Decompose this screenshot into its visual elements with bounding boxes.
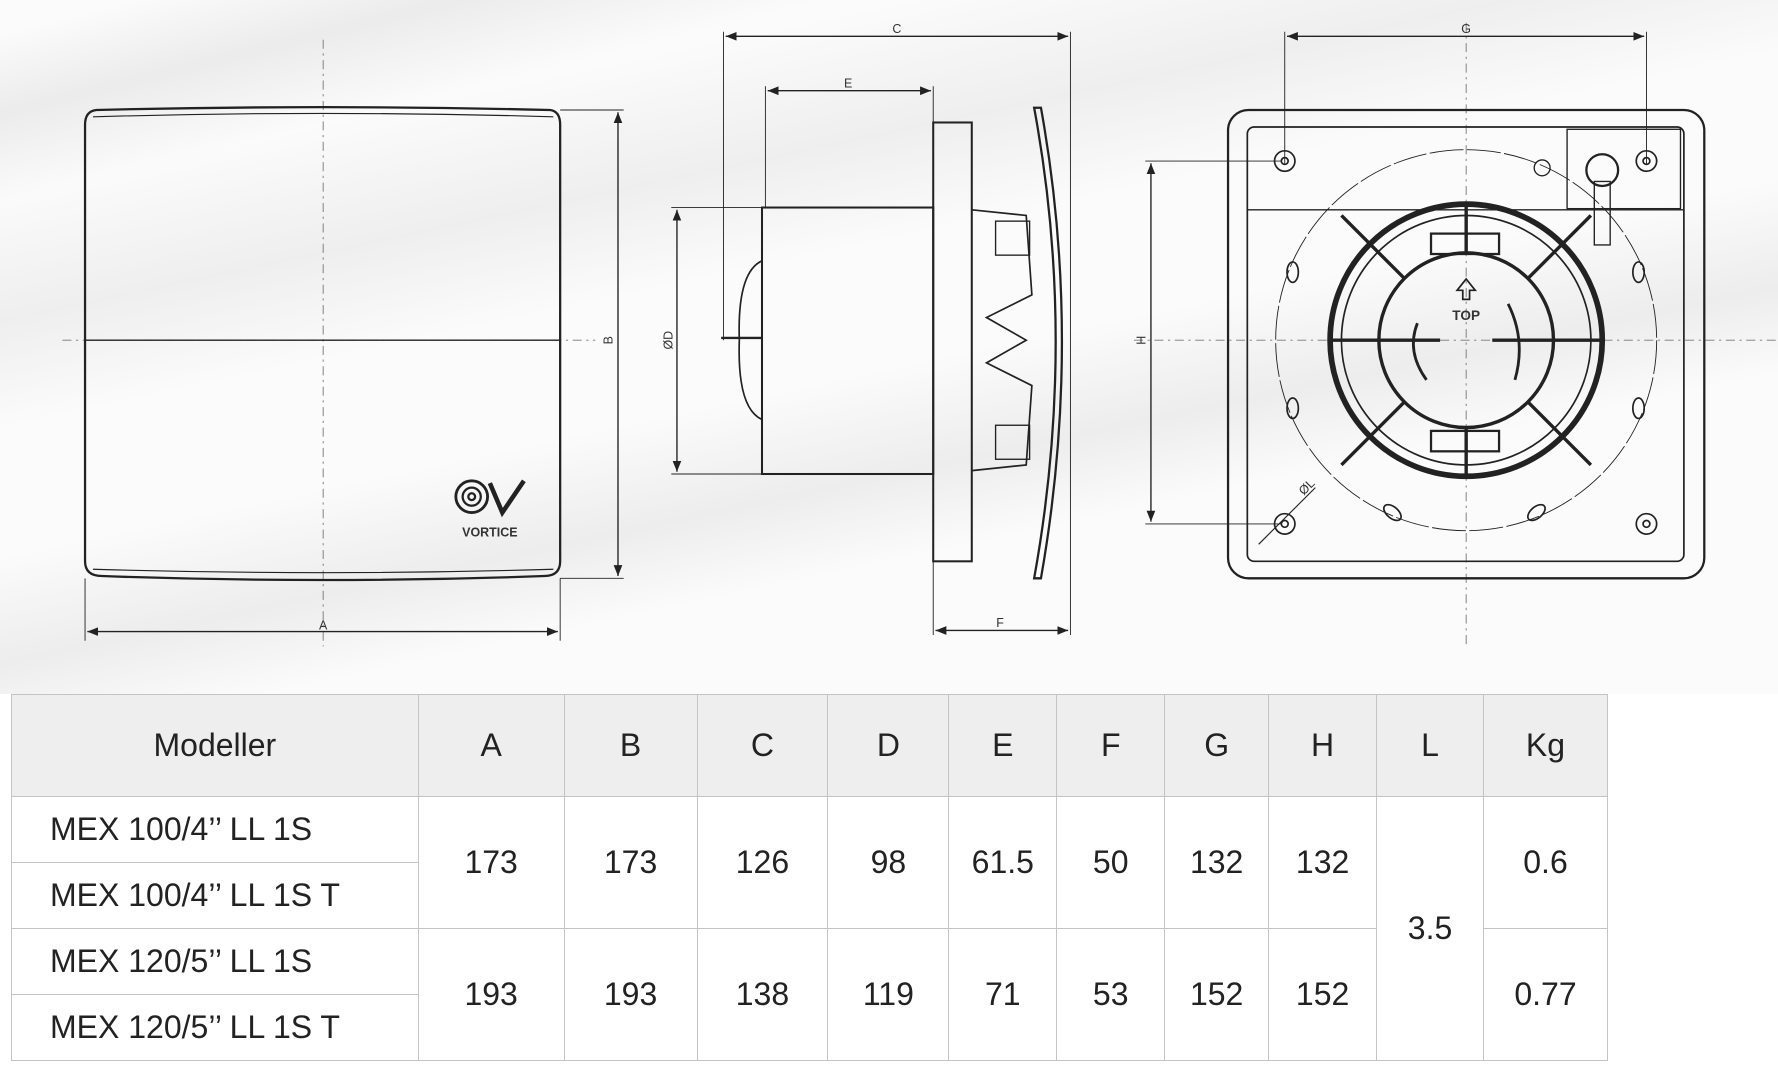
model-cell: MEX 120/5’’ LL 1S T xyxy=(11,994,419,1061)
vortice-logo-text: VORTICE xyxy=(462,525,517,539)
header-h: H xyxy=(1268,694,1378,797)
table-row: MEX 100/4’’ LL 1S T xyxy=(11,862,1608,929)
dimension-label-d: ØD xyxy=(661,331,675,350)
dimension-label-b: B xyxy=(601,336,615,344)
dimension-label-h: H xyxy=(1134,336,1148,345)
table-row: MEX 100/4’’ LL 1S 173 173 126 98 61.5 50… xyxy=(11,796,1609,1061)
header-a: A xyxy=(417,694,565,797)
cell-kg: 0.77 xyxy=(1482,928,1609,1061)
dimension-label-f: F xyxy=(996,616,1004,630)
table-row: MEX 120/5’’ LL 1S 193 193 138 119 71 53 … xyxy=(11,928,1609,1061)
vortice-logo xyxy=(454,479,526,518)
cell-h: 152 xyxy=(1268,928,1378,1061)
header-f: F xyxy=(1056,694,1166,797)
model-cell: MEX 120/5’’ LL 1S xyxy=(11,928,419,995)
header-c: C xyxy=(696,694,829,797)
header-l: L xyxy=(1376,694,1484,797)
cell-c: 126 xyxy=(696,796,829,929)
technical-drawing: A B C ØD E F G H ØL TOP VORTICE xyxy=(62,22,1778,647)
cell-d: 98 xyxy=(827,796,950,929)
cell-a: 193 xyxy=(417,928,565,1061)
front-view xyxy=(62,39,624,647)
top-marker-label: TOP xyxy=(1452,308,1480,323)
table-header-row: Modeller A B C D E F G H L Kg xyxy=(11,694,1609,797)
cell-l: 3.5 xyxy=(1376,796,1484,1061)
dimension-label-a: A xyxy=(319,618,328,632)
dimension-label-l: ØL xyxy=(1296,476,1318,498)
cell-a: 173 xyxy=(417,796,565,929)
header-d: D xyxy=(827,694,950,797)
cell-d: 119 xyxy=(827,928,950,1061)
cell-b: 173 xyxy=(563,796,698,929)
cell-h: 132 xyxy=(1268,796,1378,929)
drawing-background xyxy=(0,0,1778,694)
model-cell: MEX 100/4’’ LL 1S xyxy=(11,796,419,863)
cell-f: 50 xyxy=(1056,796,1166,929)
cell-c: 138 xyxy=(696,928,829,1061)
table-row: MEX 120/5’’ LL 1S T xyxy=(11,994,1608,1061)
header-e: E xyxy=(948,694,1058,797)
cell-e: 71 xyxy=(948,928,1058,1061)
cell-f: 53 xyxy=(1056,928,1166,1061)
cell-e: 61.5 xyxy=(948,796,1058,929)
rear-view xyxy=(1133,22,1778,647)
dimensions-table: Modeller A B C D E F G H L Kg MEX 100/4’… xyxy=(11,694,1609,1061)
header-g: G xyxy=(1164,694,1270,797)
cell-kg: 0.6 xyxy=(1482,796,1609,929)
dimension-label-g: G xyxy=(1461,22,1471,36)
side-view xyxy=(671,31,1071,636)
cell-b: 193 xyxy=(563,928,698,1061)
header-modeller: Modeller xyxy=(11,694,419,797)
cell-g: 132 xyxy=(1164,796,1270,929)
model-cell: MEX 100/4’’ LL 1S T xyxy=(11,862,419,929)
dimension-label-c: C xyxy=(892,22,901,36)
header-b: B xyxy=(563,694,698,797)
header-kg: Kg xyxy=(1482,694,1609,797)
dimension-label-e: E xyxy=(844,76,852,90)
cell-g: 152 xyxy=(1164,928,1270,1061)
